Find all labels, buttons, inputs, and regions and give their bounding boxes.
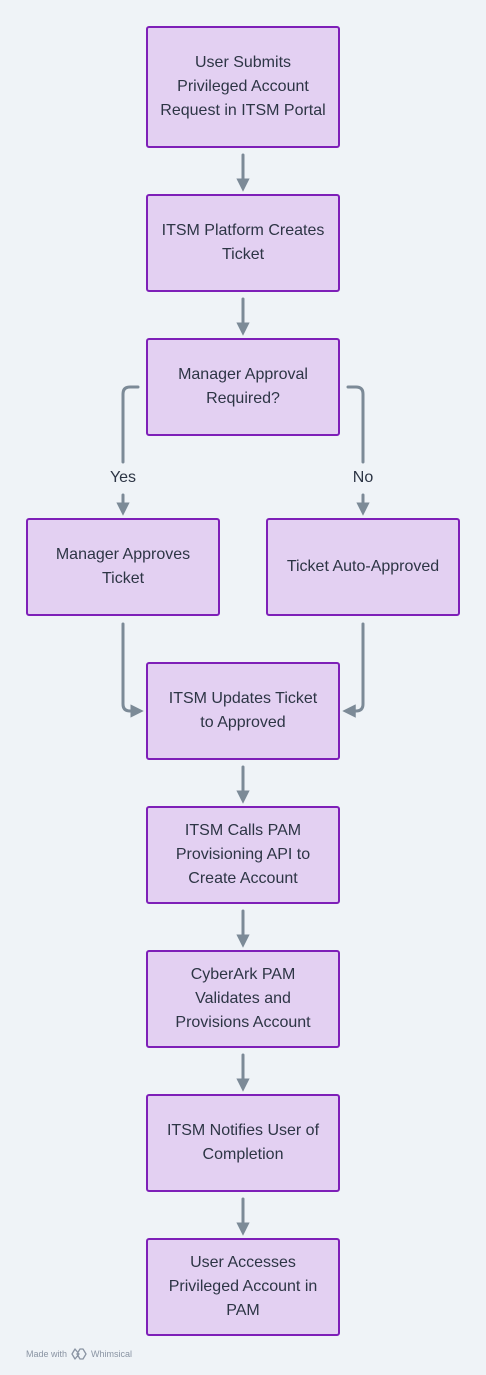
arrow-auto-to-update <box>342 622 365 718</box>
node-cyberark-provisions-label: CyberArk PAM Validates and Provisions Ac… <box>175 966 311 1031</box>
whimsical-logo-icon <box>71 1348 87 1360</box>
made-with-text: Made with <box>26 1349 68 1359</box>
arrow-approval-yes <box>121 385 140 464</box>
node-approval-required-label: Manager Approval Required? <box>178 366 308 407</box>
node-approval-required[interactable]: Manager Approval Required? <box>146 338 340 436</box>
node-calls-pam[interactable]: ITSM Calls PAM Provisioning API to Creat… <box>146 806 340 904</box>
whimsical-brand-text: Whimsical <box>91 1349 133 1359</box>
node-submit-request[interactable]: User Submits Privileged Account Request … <box>146 26 340 148</box>
arrow-manager-to-update <box>121 622 144 718</box>
node-manager-approves-label: Manager Approves Ticket <box>55 546 191 587</box>
node-user-accesses-label: User Accesses Privileged Account in PAM <box>168 1254 318 1319</box>
node-updates-ticket-label: ITSM Updates Ticket to Approved <box>168 690 318 731</box>
node-notifies-user-label: ITSM Notifies User of Completion <box>166 1122 320 1163</box>
node-submit-request-label: User Submits Privileged Account Request … <box>160 54 326 119</box>
node-auto-approved-label: Ticket Auto-Approved <box>286 558 440 575</box>
made-with-footer[interactable]: Made with Whimsical <box>26 1348 132 1360</box>
edge-label-yes: Yes <box>109 469 137 486</box>
node-calls-pam-label: ITSM Calls PAM Provisioning API to Creat… <box>175 822 311 887</box>
node-notifies-user[interactable]: ITSM Notifies User of Completion <box>146 1094 340 1192</box>
node-create-ticket-label: ITSM Platform Creates Ticket <box>161 222 325 263</box>
node-updates-ticket[interactable]: ITSM Updates Ticket to Approved <box>146 662 340 760</box>
arrow-approval-no <box>346 385 365 464</box>
node-cyberark-provisions[interactable]: CyberArk PAM Validates and Provisions Ac… <box>146 950 340 1048</box>
node-manager-approves[interactable]: Manager Approves Ticket <box>26 518 220 616</box>
node-user-accesses[interactable]: User Accesses Privileged Account in PAM <box>146 1238 340 1336</box>
node-auto-approved[interactable]: Ticket Auto-Approved <box>266 518 460 616</box>
node-create-ticket[interactable]: ITSM Platform Creates Ticket <box>146 194 340 292</box>
edge-label-no: No <box>352 469 374 486</box>
